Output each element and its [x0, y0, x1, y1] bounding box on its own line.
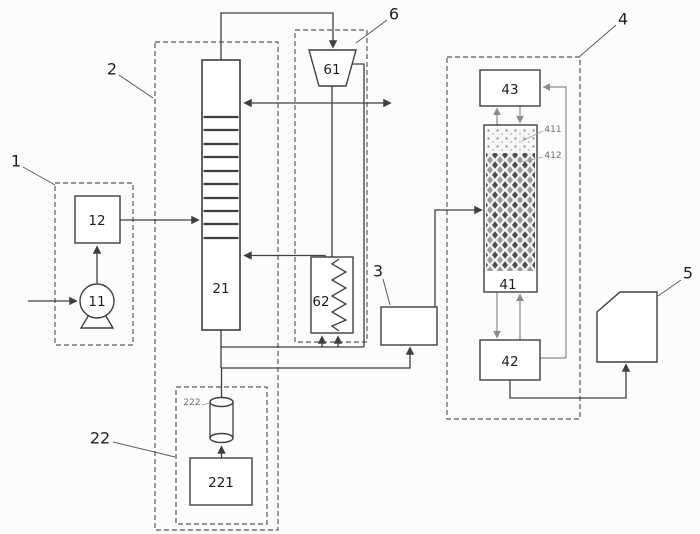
label-pump-11: 11: [88, 294, 105, 310]
label-group-1: 1: [11, 152, 21, 171]
leader-group-2: [118, 74, 154, 99]
leader-packing-411: [521, 130, 544, 142]
label-unit-5: 5: [683, 264, 693, 283]
leader-cylinder-222: [201, 402, 211, 406]
storage-tank-5-symbol: [596, 291, 658, 363]
cylinder-222-top: [209, 396, 234, 408]
compressor-61-symbol: [308, 49, 357, 87]
cylinder-222-symbol: [209, 396, 234, 444]
label-unit-42: 42: [501, 354, 518, 370]
pump-11-body: [79, 283, 115, 319]
leader-group-22: [112, 441, 176, 458]
leader-group-1: [22, 166, 56, 186]
wire-unit3-to-adsorber: [434, 205, 483, 307]
wire-42-to-tank5: [509, 363, 631, 399]
label-packing-411: 411: [544, 125, 561, 135]
wire-column-top-to-compressor: [220, 12, 338, 60]
label-unit-12: 12: [88, 213, 105, 229]
label-group-6: 6: [389, 5, 399, 24]
leader-group-4: [578, 24, 617, 58]
leader-unit-5: [657, 279, 682, 297]
label-unit-43: 43: [501, 82, 518, 98]
cylinder-222-bottom: [209, 432, 234, 444]
packing-layer-412: [486, 153, 535, 271]
unit-221-box: [189, 457, 253, 506]
unit-42-box: [479, 339, 541, 381]
connection-lines: [28, 12, 631, 458]
label-cylinder-222: 222: [183, 398, 200, 408]
leader-unit-3: [382, 278, 391, 306]
leader-group-6: [355, 19, 388, 44]
label-unit-221: 221: [208, 475, 234, 491]
group-2-boundary: [154, 41, 279, 531]
distillation-column-21: [201, 59, 241, 331]
label-group-22: 22: [90, 429, 110, 448]
label-group-2: 2: [107, 60, 117, 79]
wire-bottoms-to-unit3: [221, 346, 415, 369]
label-column-21: 21: [212, 281, 229, 297]
label-adsorber-41: 41: [499, 277, 516, 293]
unit-3-box: [380, 306, 438, 346]
wire-42-to-43-loop: [540, 83, 567, 359]
unit-43-box: [479, 69, 541, 107]
leader-packing-412: [521, 156, 544, 163]
group-6-boundary: [294, 29, 368, 343]
unit-12-box: [74, 195, 121, 244]
wire-compressor-right-down: [352, 63, 365, 347]
group-4-boundary: [446, 56, 581, 420]
group-22-boundary: [175, 386, 268, 525]
label-exchanger-62: 62: [312, 294, 329, 310]
heating-coil-icon: [330, 258, 348, 332]
packing-layer-411: [486, 128, 535, 153]
label-leaders: [22, 19, 682, 458]
label-unit-3: 3: [373, 262, 383, 281]
label-packing-412: 412: [544, 151, 561, 161]
label-group-4: 4: [618, 10, 628, 29]
label-compressor-61: 61: [323, 62, 340, 78]
column-trays: [203, 115, 239, 240]
